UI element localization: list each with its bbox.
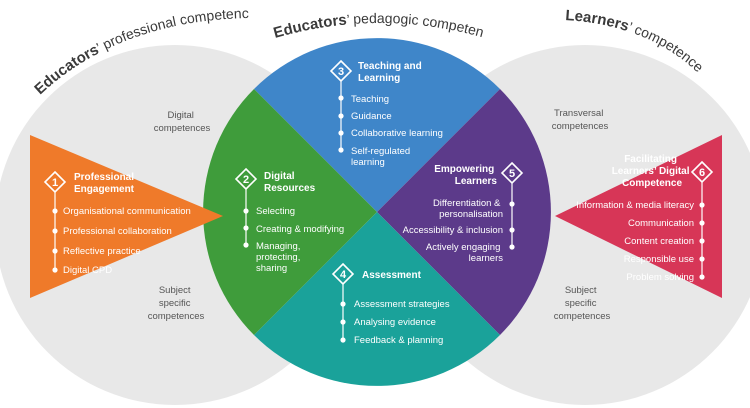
area-1-item-bullet <box>52 228 58 234</box>
area-4-item-bullet <box>340 319 346 325</box>
area-2-number: 2 <box>243 174 249 186</box>
area-3-number: 3 <box>338 66 344 78</box>
area-5-item: Differentiation & personalisation <box>433 198 503 220</box>
area-6-title: Facilitating Learners’ Digital Competenc… <box>612 154 693 189</box>
area-2-item-bullet <box>243 208 249 214</box>
area-4-title: Assessment <box>362 270 422 281</box>
area-1-item-bullet <box>52 267 58 273</box>
area-5-item-bullet <box>509 244 515 250</box>
area-6-item: Problem solving <box>626 272 694 283</box>
area-1-item: Organisational communication <box>63 206 191 217</box>
area-2-item-bullet <box>243 242 249 248</box>
area-6-item: Information & media literacy <box>576 200 694 211</box>
area-6-item-bullet <box>699 202 705 208</box>
area-5-item: Actively engaging learners <box>426 242 503 264</box>
area-6-item: Responsible use <box>624 254 694 265</box>
area-6-item: Content creation <box>624 236 694 247</box>
area-2-item: Selecting <box>256 206 295 217</box>
area-4-item: Assessment strategies <box>354 299 450 310</box>
area-6-item-bullet <box>699 274 705 280</box>
area-1-item: Professional collaboration <box>63 226 172 237</box>
area-5-number: 5 <box>509 168 515 180</box>
area-3-item-bullet <box>338 130 344 136</box>
area-3-item: Self-regulated learning <box>351 146 413 168</box>
area-3-teaching-learning: 3 Teaching and Learning Teaching Guidanc… <box>329 59 443 168</box>
wedge-teaching-learning <box>254 38 500 212</box>
label-right-subject-specific: Subject specific competences <box>554 285 611 322</box>
area-1-item: Reflective practice <box>63 246 141 257</box>
area-2-digital-resources: 2 Digital Resources Selecting Creating &… <box>234 167 344 274</box>
area-5-item-bullet <box>509 201 515 207</box>
area-1-item-bullet <box>52 248 58 254</box>
area-4-item-bullet <box>340 301 346 307</box>
area-3-item-bullet <box>338 95 344 101</box>
area-1-title: Professional Engagement <box>74 172 137 195</box>
area-6-number: 6 <box>699 167 705 179</box>
area-6-item-bullet <box>699 256 705 262</box>
label-transversal-competences: Transversal competences <box>552 108 609 132</box>
area-3-item: Teaching <box>351 94 389 105</box>
area-6-item-bullet <box>699 220 705 226</box>
area-5-title: Empowering Learners <box>434 164 497 187</box>
area-6-item-bullet <box>699 238 705 244</box>
area-3-title: Teaching and Learning <box>358 61 425 84</box>
area-1-item: Digital CPD <box>63 265 112 276</box>
wedge-empowering-learners <box>377 89 551 335</box>
area-6-item: Communication <box>628 218 694 229</box>
area-2-item: Creating & modifying <box>256 224 344 235</box>
area-4-number: 4 <box>340 269 347 281</box>
area-3-item: Guidance <box>351 111 392 122</box>
area-4-assessment: 4 Assessment Assessment strategies Analy… <box>331 262 450 346</box>
area-3-item: Collaborative learning <box>351 128 443 139</box>
area-1-professional-engagement: 1 Professional Engagement Organisational… <box>43 170 191 276</box>
area-6-facilitating-learners: 6 Facilitating Learners’ Digital Compete… <box>576 154 714 283</box>
wedge-digital-resources <box>203 89 377 335</box>
area-2-item-bullet <box>243 225 249 231</box>
area-4-item: Analysing evidence <box>354 317 436 328</box>
triangle-professional-engagement <box>30 135 223 298</box>
area-1-item-bullet <box>52 208 58 214</box>
area-3-item-bullet <box>338 147 344 153</box>
area-4-item-bullet <box>340 337 346 343</box>
label-left-subject-specific: Subject specific competences <box>148 285 205 322</box>
triangle-facilitating-learners <box>555 135 722 298</box>
area-2-item: Managing, protecting, sharing <box>256 241 303 274</box>
area-1-number: 1 <box>52 177 58 189</box>
label-digital-competences: Digital competences <box>154 110 211 134</box>
area-5-empowering-learners: 5 Empowering Learners Differentiation & … <box>403 161 524 264</box>
wedge-assessment <box>254 212 500 386</box>
area-4-item: Feedback & planning <box>354 335 443 346</box>
area-5-item: Accessibility & inclusion <box>403 225 503 236</box>
area-3-item-bullet <box>338 113 344 119</box>
area-2-title: Digital Resources <box>264 171 316 194</box>
area-5-item-bullet <box>509 227 515 233</box>
